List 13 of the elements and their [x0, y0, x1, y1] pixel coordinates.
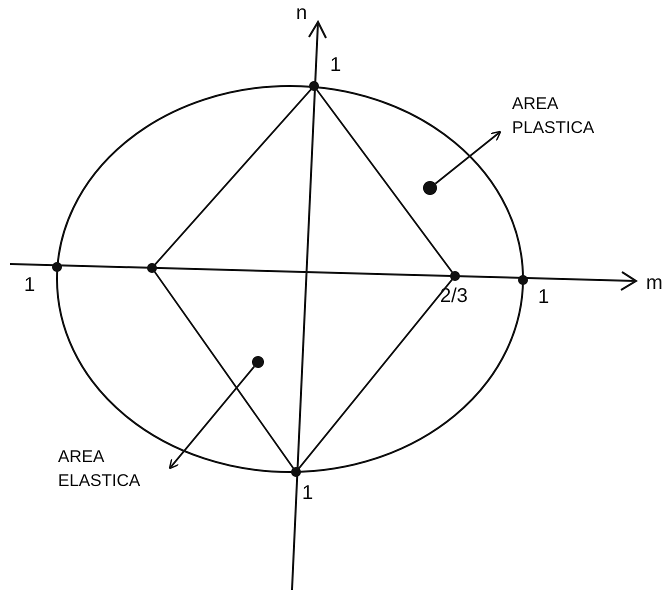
point-label: 1: [302, 482, 314, 505]
point-label: 1: [24, 274, 36, 297]
leader-arrow: [434, 130, 502, 184]
point-label: 1: [538, 286, 550, 309]
area-label: AREA PLASTICA: [512, 93, 596, 139]
point-label: 2/3: [440, 285, 468, 308]
axis-label: n: [296, 2, 308, 25]
area-label: AREA ELASTICA: [58, 446, 142, 492]
dot-marker: [423, 181, 437, 195]
dot-marker: [252, 356, 264, 368]
point-label: 1: [330, 54, 342, 77]
leader-arrow: [168, 366, 255, 470]
axis-label: m: [646, 272, 663, 295]
